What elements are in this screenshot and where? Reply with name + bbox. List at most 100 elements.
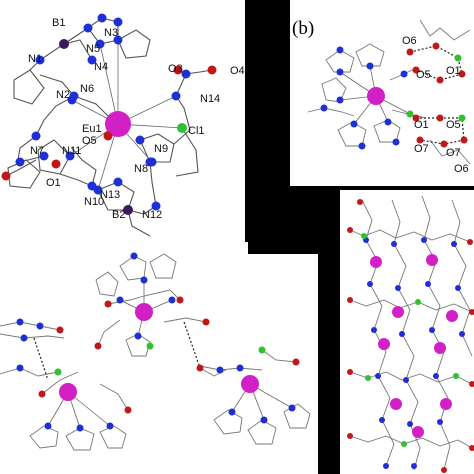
bond xyxy=(35,95,75,137)
nitrogen-atom xyxy=(87,55,97,65)
oxygen-atom xyxy=(38,390,46,398)
oxygen-atoms xyxy=(38,296,300,414)
bond xyxy=(419,19,471,41)
oxygen-atom xyxy=(406,48,414,56)
chlorine-atom xyxy=(454,54,462,62)
oxygen-atom xyxy=(124,406,132,414)
atom-label: N9 xyxy=(154,143,168,155)
nitrogen-atom xyxy=(130,252,138,260)
oxygen-atom xyxy=(469,381,474,387)
nitrogen-atom xyxy=(384,118,392,126)
oxygen-atom xyxy=(460,136,468,144)
nitrogen-atom xyxy=(168,296,176,304)
atom-label: N14 xyxy=(200,93,220,105)
chlorine-atom xyxy=(258,346,266,354)
panel-label-b: (b) xyxy=(292,18,314,39)
nitrogen-atoms xyxy=(16,252,296,432)
atom-label: O7 xyxy=(446,147,461,159)
boron-atom xyxy=(123,205,133,215)
nitrogen-atom xyxy=(411,463,417,469)
bond xyxy=(99,383,129,411)
atom-label: N11 xyxy=(62,145,81,157)
atom-label: N8 xyxy=(134,163,148,175)
nitrogen-atom xyxy=(36,322,44,330)
bond xyxy=(73,95,111,119)
oxygen-atom xyxy=(173,65,183,75)
nitrogen-atom xyxy=(336,96,344,104)
bond xyxy=(39,74,75,97)
oxygen-atom xyxy=(347,297,353,303)
oxygen-atom xyxy=(202,318,210,326)
pyrazole-ring xyxy=(247,419,277,445)
nitrogen-atom xyxy=(83,23,93,33)
pyrazole-ring xyxy=(283,403,311,429)
nitrogen-atom xyxy=(106,422,114,430)
bond xyxy=(0,321,61,331)
nitrogen-atom xyxy=(171,91,181,101)
nitrogen-atom xyxy=(336,46,344,54)
pyrazole-ring xyxy=(149,253,177,279)
atom-label: O5 xyxy=(446,119,461,131)
europium-atom xyxy=(412,426,424,438)
nitrogen-atom xyxy=(421,237,427,243)
oxygen-atom xyxy=(436,114,444,122)
bond xyxy=(41,371,79,395)
atom-label: N2 xyxy=(56,89,70,101)
nitrogen-atom xyxy=(437,419,443,425)
pyrazole-ring xyxy=(355,43,385,67)
atom-label: N1 xyxy=(28,53,42,65)
oxygen-atom xyxy=(347,433,353,439)
nitrogen-atom xyxy=(65,151,75,161)
europium-atom xyxy=(135,303,153,321)
bond xyxy=(17,135,37,161)
nitrogen-atom xyxy=(320,104,328,112)
nitrogen-atom xyxy=(113,17,123,27)
atom-label: O6 xyxy=(402,35,417,47)
nitrogen-atom xyxy=(358,142,366,150)
nitrogen-atom xyxy=(395,285,401,291)
nitrogen-atom xyxy=(151,201,161,211)
nitrogen-atom xyxy=(216,366,224,374)
nitrogen-atom xyxy=(15,157,25,167)
atom-label: B1 xyxy=(52,17,65,29)
pyrazole-ring xyxy=(117,29,151,59)
hydrogen-bond xyxy=(416,117,465,145)
bond xyxy=(149,161,157,207)
nitrogen-atom xyxy=(391,241,397,247)
nitrogen-atom xyxy=(429,327,435,333)
chlorine-atom xyxy=(361,233,367,239)
boron-atom xyxy=(59,39,69,49)
bond xyxy=(429,139,471,165)
chain xyxy=(349,435,473,449)
oxygen-atom xyxy=(469,445,474,451)
nitrogen-atoms xyxy=(363,237,465,469)
oxygen-atom xyxy=(1,171,11,181)
europium-atom xyxy=(105,111,131,137)
hydrogen-bond xyxy=(183,321,201,369)
atom-label: Cl1 xyxy=(188,125,205,137)
pyrazole-ring xyxy=(95,271,119,297)
europium-atom xyxy=(370,256,382,268)
oxygen-atom xyxy=(357,199,363,205)
nitrogen-atom xyxy=(35,55,45,65)
coordination-bond xyxy=(67,391,111,427)
nitrogen-atom xyxy=(20,334,28,342)
atom-label: O4 xyxy=(230,65,245,77)
nitrogen-atom xyxy=(425,281,431,287)
oxygen-atom xyxy=(56,326,64,334)
oxygen-atom xyxy=(51,159,61,169)
oxygen-atom xyxy=(103,131,113,141)
oxygen-atom xyxy=(441,467,447,473)
atom-label: O1 xyxy=(446,65,461,77)
oxygen-atom xyxy=(292,358,300,366)
nitrogen-atom xyxy=(336,68,344,76)
nitrogen-atom xyxy=(383,463,389,469)
oxygen-atom xyxy=(469,309,474,315)
nitrogen-atom xyxy=(93,185,103,195)
nitrogen-atom xyxy=(181,69,191,79)
oxygen-atom xyxy=(458,70,466,78)
europium-atom xyxy=(426,254,438,266)
bond xyxy=(0,333,65,339)
nitrogen-atom xyxy=(403,377,409,383)
chlorine-atom xyxy=(453,373,459,379)
